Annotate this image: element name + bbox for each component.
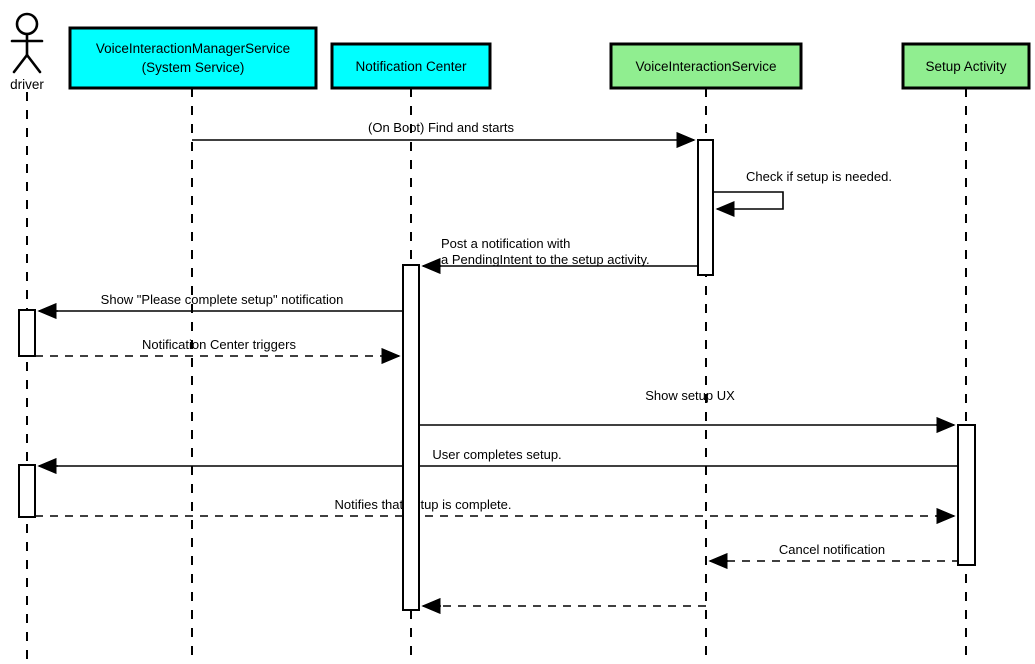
participant-label-vims-line1: VoiceInteractionManagerService xyxy=(96,41,290,56)
message-label-clicks-notification: Notification Center triggers xyxy=(142,337,296,352)
actor-left-leg-icon xyxy=(12,53,29,74)
participant-label-vims-line2: (System Service) xyxy=(142,60,245,75)
activation-bar-voiceinteractionservice xyxy=(697,139,714,276)
participant-box-voiceinteractionservice[interactable] xyxy=(609,42,803,90)
participant-voiceinteractionmanagerservice[interactable]: VoiceInteractionManagerService (System S… xyxy=(68,26,318,90)
message-check-if-setup-is-needed: Check if setup is needed. xyxy=(713,169,892,217)
message-label-on-boot: (On Boot) Find and starts xyxy=(368,120,514,135)
actor-right-leg-icon xyxy=(25,53,42,74)
actor-head-icon xyxy=(15,12,39,36)
participant-label-voiceinteractionservice: VoiceInteractionService xyxy=(635,59,776,74)
arrowhead-overlay-group xyxy=(37,132,956,614)
message-label-show-notification: Show "Please complete setup" notificatio… xyxy=(101,292,344,307)
message-on-boot-find-and-starts: (On Boot) Find and starts xyxy=(192,120,696,148)
message-user-completes-setup: Notifies that setup is complete. xyxy=(35,497,956,524)
activation-bars-group xyxy=(18,139,976,611)
message-label-post-notification-line2: a PendingIntent to the setup activity. xyxy=(441,252,650,267)
message-label-notifies-setup-complete: Cancel notification xyxy=(779,542,885,557)
participant-label-driver: driver xyxy=(10,77,44,92)
message-label-trigger-pendingintent-line1: Show setup UX xyxy=(645,388,735,403)
participant-box-notification-center[interactable] xyxy=(330,42,492,90)
activation-bar-setup-activity xyxy=(957,424,976,566)
message-selfloop-check-setup xyxy=(713,191,784,217)
message-show-please-complete-setup-notification: Show "Please complete setup" notificatio… xyxy=(37,292,403,319)
participant-label-setup-activity: Setup Activity xyxy=(925,59,1006,74)
message-show-setup-ux: User completes setup. xyxy=(37,447,958,474)
message-label-post-notification-line1: Post a notification with xyxy=(441,236,570,251)
participant-box-setup-activity[interactable] xyxy=(901,42,1031,90)
message-label-user-completes-setup: Notifies that setup is complete. xyxy=(334,497,511,512)
participant-notification-center[interactable]: Notification Center xyxy=(330,42,492,90)
activation-bar-driver-notification xyxy=(18,309,36,357)
message-notifies-setup-complete: Cancel notification xyxy=(708,542,975,569)
participant-actor-driver[interactable]: driver xyxy=(10,12,44,92)
participant-voiceinteractionservice[interactable]: VoiceInteractionService xyxy=(609,42,803,90)
message-label-check-setup: Check if setup is needed. xyxy=(746,169,892,184)
participant-box-voiceinteractionmanagerservice[interactable] xyxy=(68,26,318,90)
activation-bar-driver-setup xyxy=(18,464,36,518)
participant-label-notification-center: Notification Center xyxy=(355,59,467,74)
message-notification-center-triggers-pendingintent: Show setup UX xyxy=(419,388,956,433)
message-clicks-on-the-notification: Notification Center triggers xyxy=(35,337,401,364)
participant-setup-activity[interactable]: Setup Activity xyxy=(901,42,1031,90)
message-label-show-setup-ux: User completes setup. xyxy=(432,447,561,462)
message-post-notification-with-pendingintent: Post a notification with a PendingIntent… xyxy=(421,236,698,274)
activation-bar-notification-center xyxy=(402,264,420,611)
